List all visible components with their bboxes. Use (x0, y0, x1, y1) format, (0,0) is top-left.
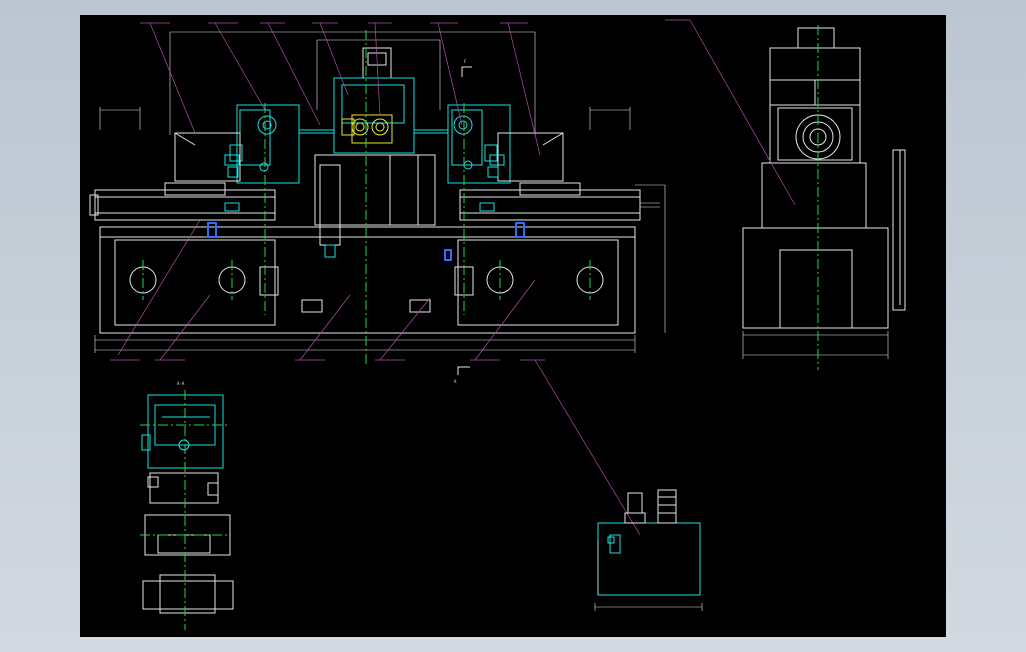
section-mark-top: F (464, 59, 467, 64)
cad-drawing: F A (89, 19, 906, 630)
plan-view-label: A-A (177, 381, 185, 386)
hydraulic-station (594, 489, 703, 611)
drawing-canvas[interactable]: F A (80, 15, 946, 637)
side-elevation (665, 19, 906, 370)
front-elevation: F A (89, 22, 666, 536)
section-mark-bottom: A (454, 379, 457, 384)
plan-view: A-A (140, 381, 234, 630)
